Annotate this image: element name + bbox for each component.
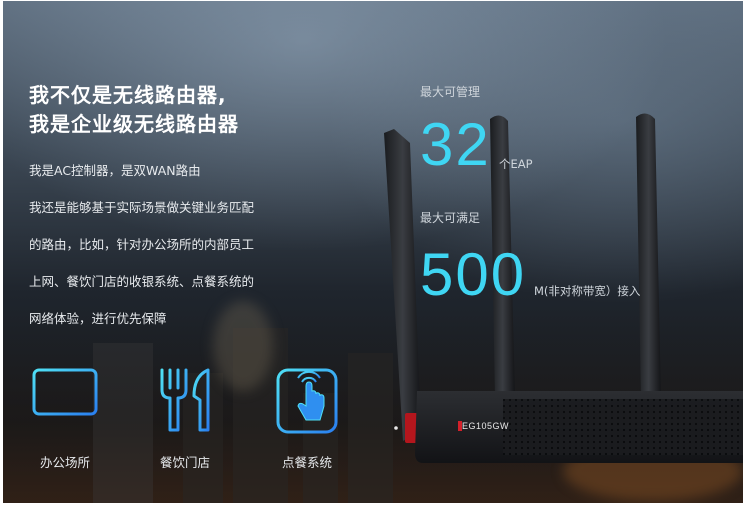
eap-unit: 个EAP: [499, 157, 533, 171]
device-model-label: EG105GW: [462, 421, 510, 431]
building-silhouette: [183, 373, 223, 503]
building-silhouette: [93, 343, 153, 503]
feature-office: 办公场所: [25, 366, 105, 471]
description-line: 网络体验，进行优先保障: [29, 311, 167, 326]
monitor-icon: [25, 366, 105, 436]
description-line: 我还是能够基于实际场景做关键业务匹配: [29, 200, 255, 215]
headline-line-1: 我不仅是无线路由器,: [29, 83, 227, 107]
bandwidth-label: 最大可满足: [420, 211, 481, 225]
description: 我是AC控制器，是双WAN路由 我还是能够基于实际场景做关键业务匹配 的路由，比…: [29, 158, 254, 343]
light-glow: [213, 301, 273, 391]
description-line: 我是AC控制器，是双WAN路由: [29, 163, 201, 178]
feature-label: 餐饮门店: [159, 455, 210, 470]
bandwidth-unit: M(非对称带宽）接入: [534, 284, 641, 298]
feature-label: 点餐系统: [281, 455, 332, 470]
feature-label: 办公场所: [39, 455, 90, 470]
light-glow: [563, 441, 743, 501]
headline-line-2: 我是企业级无线路由器: [29, 112, 239, 136]
fork-knife-icon: [145, 366, 225, 436]
eap-value: 32: [420, 111, 491, 178]
product-banner: 我不仅是无线路由器, 我是企业级无线路由器 我是AC控制器，是双WAN路由 我还…: [3, 1, 743, 503]
building-silhouette: [348, 353, 393, 503]
feature-restaurant: 餐饮门店: [145, 366, 225, 471]
touch-phone-icon: [267, 366, 347, 436]
eap-label: 最大可管理: [420, 85, 481, 99]
feature-ordering: 点餐系统: [267, 366, 347, 471]
description-line: 的路由，比如，针对办公场所的内部员工: [29, 237, 255, 252]
bandwidth-value: 500: [420, 241, 527, 308]
description-line: 上网、餐饮门店的收银系统、点餐系统的: [29, 274, 255, 289]
headline: 我不仅是无线路由器, 我是企业级无线路由器: [29, 81, 239, 139]
